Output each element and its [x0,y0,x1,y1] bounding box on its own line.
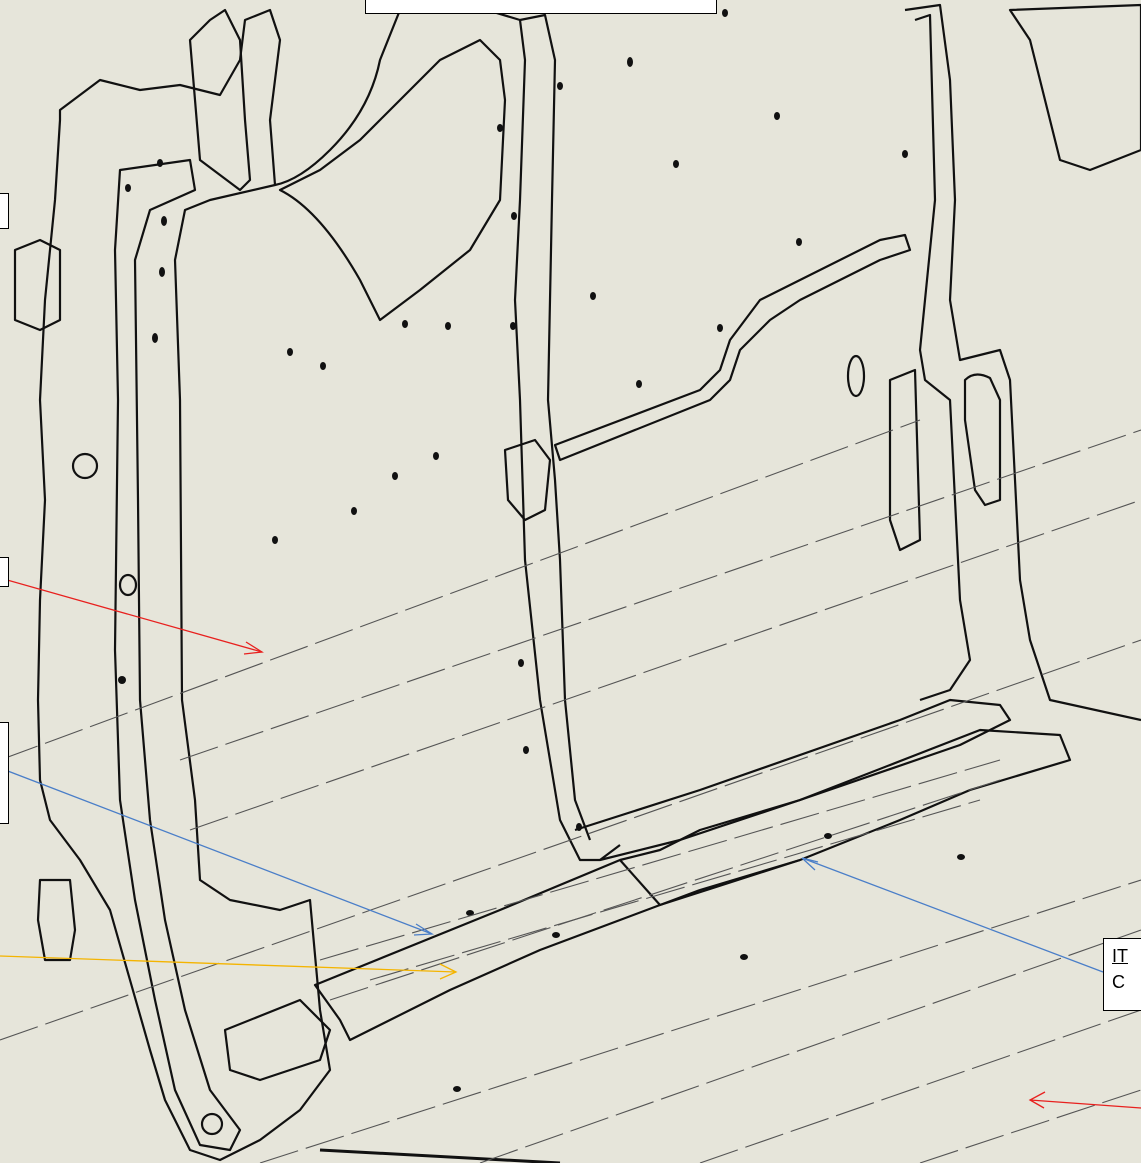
c-pillar-inner [914,13,972,702]
callout-box-left-b [0,557,9,587]
leader-orange [0,955,458,980]
sill-face [619,858,801,907]
round-hole-c [200,1112,224,1136]
b-pillar-front [519,13,592,841]
line-art [13,3,1141,1163]
round-hole-b [118,573,138,597]
slot-hole [846,354,866,398]
b-pillar-rear [503,438,552,522]
c-pillar [904,3,1141,722]
front-step [223,998,332,1082]
mounting-holes [118,9,965,1092]
floor-lower-rail [319,1148,561,1163]
sill-upper [574,698,1012,862]
callout-box-top [365,0,717,14]
handle-slot [963,373,1002,507]
leader-lines [0,577,1141,1109]
front-bracket [13,238,62,332]
callout-right-line1: IT [1112,946,1128,966]
a-pillar-inner [113,158,242,1152]
callout-box-left-a [0,193,9,229]
round-hole-a [71,452,99,480]
leader-red-right [1028,1091,1141,1109]
dashed-reference-lines [0,419,1141,1163]
roof-rail-left [188,8,252,192]
sliding-door-track [553,233,912,462]
leader-blue-right [801,857,1104,973]
callout-box-right: IT C [1103,938,1141,1011]
leader-blue-left [0,767,435,936]
a-pillar-outer [36,8,332,1162]
c-pillar-panel [888,368,922,552]
callout-box-left-c [0,722,9,824]
quarter-window-frame [1008,3,1141,172]
callout-right-line2: C [1112,972,1125,992]
lower-bracket [36,878,77,962]
leader-red-left [0,577,264,655]
door-opening-arch [274,3,621,862]
wheel-arch-panel [278,38,507,322]
